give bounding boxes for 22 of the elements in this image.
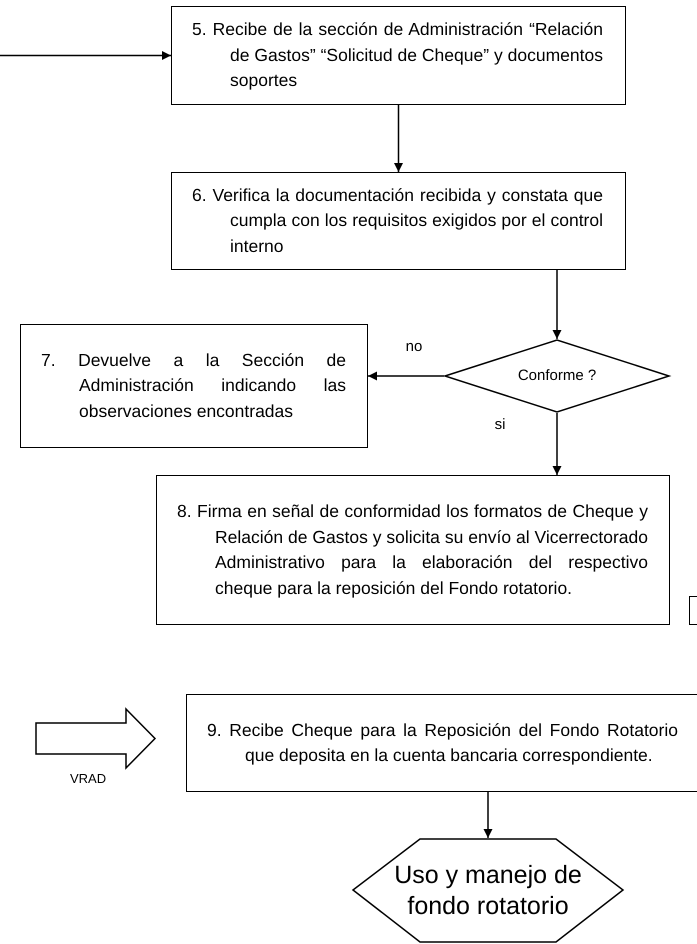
connector-label: VRAD xyxy=(70,771,106,786)
decision-diamond xyxy=(444,339,670,413)
process-box xyxy=(186,694,697,792)
terminator-hexagon xyxy=(352,838,624,943)
process-box xyxy=(171,172,626,270)
decision-text: Conforme ? xyxy=(516,367,598,385)
arrow xyxy=(394,105,403,172)
arrow xyxy=(552,413,562,475)
step-text: 8. Firma en señal de conformidad los formatos de Cheque y Relación de Gastos y solicita su envío al Vicerrectorado Administrativo para la elaboración del respectivo cheque para la reposición del Fondo rotatorio. xyxy=(177,500,648,600)
step-text: 6. Verifica la documentación recibida y constata que cumpla con los requisitos exigidos por el control interno xyxy=(192,184,603,258)
step-text: 5. Recibe de la sección de Administración “Relación de Gastos” “Solicitud de Cheque” y documentos soportes xyxy=(192,18,603,92)
terminator-text: Uso y manejo de fondo rotatorio xyxy=(393,860,583,922)
process-box xyxy=(20,324,368,448)
arrow xyxy=(368,372,444,380)
arrow xyxy=(0,51,171,60)
arrow xyxy=(552,270,562,339)
process-box xyxy=(156,475,670,625)
process-box xyxy=(171,6,626,105)
step-text: 9. Recibe Cheque para la Reposición del Fondo Rotatorio que deposita en la cuenta bancaria correspondiente. xyxy=(207,718,678,767)
block-arrow xyxy=(35,708,156,769)
step-text: 7. Devuelve a la Sección de Administración indicando las observaciones encontradas xyxy=(41,348,346,423)
arrow xyxy=(484,792,492,838)
